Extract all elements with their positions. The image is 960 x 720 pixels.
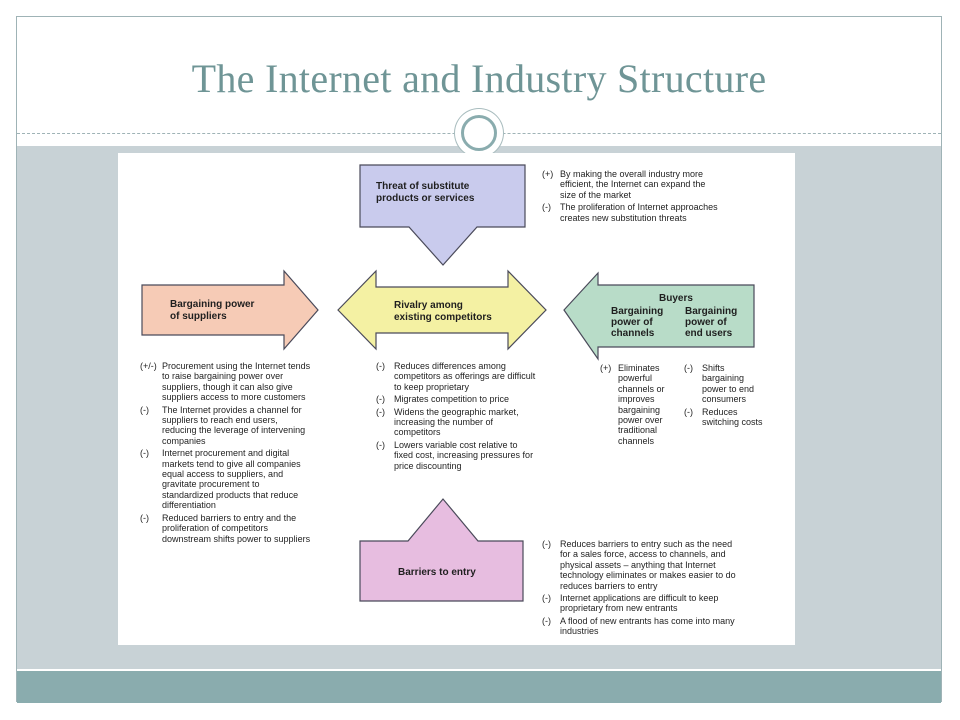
effect-text: Reduces switching costs xyxy=(702,406,763,428)
effect-item: (-) Lowers variable cost relative to fixe… xyxy=(376,440,536,471)
effect-mark: (-) xyxy=(376,361,385,371)
effect-item: (-) A flood of new entrants has come into… xyxy=(542,616,738,637)
buyers-channels-line-3: channels xyxy=(611,328,655,339)
effect-mark: (-) xyxy=(542,615,551,626)
effect-item: (-) Reduced barriers to entry and the pro… xyxy=(140,513,312,544)
effect-text: Reduced barriers to entry and the prolif… xyxy=(162,512,311,544)
effect-text: Reduces differences among competitors as… xyxy=(394,361,536,392)
effect-item: (+) Eliminates powerful channels or impro… xyxy=(600,363,678,446)
effect-item: (+) By making the overall industry more e… xyxy=(542,169,720,200)
effect-mark: (-) xyxy=(684,406,693,417)
effect-mark: (-) xyxy=(542,202,551,213)
effect-item: (-) Widens the geographic market, increas… xyxy=(376,407,536,438)
effect-item: (-) The Internet provides a channel for s… xyxy=(140,405,312,447)
effect-text: Lowers variable cost relative to fixed c… xyxy=(394,439,534,471)
buyers-endusers-line-1: Bargaining xyxy=(685,306,737,317)
divider-ring-ornament xyxy=(455,109,503,157)
rivalry-label-line-1: Rivalry among xyxy=(394,300,463,311)
buyers-channels-line-1: Bargaining xyxy=(611,306,663,317)
barriers-arrow xyxy=(359,498,524,602)
effect-text: Widens the geographic market, increasing… xyxy=(394,406,519,438)
industry-structure-diagram: Threat of substitute products or service… xyxy=(118,153,795,645)
effect-item: (-) Internet procurement and digital mark… xyxy=(140,448,312,510)
effect-item: (-) Shifts bargaining power to end consum… xyxy=(684,363,764,405)
effect-item: (-) The proliferation of Internet approac… xyxy=(542,202,720,223)
rivalry-label-line-2: existing competitors xyxy=(394,312,492,323)
substitutes-label-line-2: products or services xyxy=(376,193,475,204)
effect-text: Internet procurement and digital markets… xyxy=(162,448,301,511)
suppliers-label-line-2: of suppliers xyxy=(170,311,227,322)
effect-mark: (+) xyxy=(542,169,554,179)
buyers-end-user-effects: (-) Shifts bargaining power to end consum… xyxy=(684,363,764,429)
rivalry-effects: (-) Reduces differences among competitors… xyxy=(376,361,536,473)
effect-item: (+/-) Procurement using the Internet tend… xyxy=(140,361,312,403)
forces-arrows: Threat of substitute products or service… xyxy=(141,164,755,602)
buyers-heading: Buyers xyxy=(659,293,693,304)
effect-text: By making the overall industry more effi… xyxy=(560,169,706,200)
effect-text: Reduces barriers to entry such as the ne… xyxy=(560,539,736,591)
suppliers-arrow xyxy=(141,269,319,351)
effect-mark: (-) xyxy=(376,406,385,417)
effect-text: A flood of new entrants has come into ma… xyxy=(560,615,735,637)
effect-mark: (-) xyxy=(140,404,149,415)
effect-mark: (-) xyxy=(542,539,551,549)
effect-mark: (-) xyxy=(140,448,149,459)
barriers-effects: (-) Reduces barriers to entry such as the… xyxy=(542,539,738,639)
buyers-endusers-line-2: power of xyxy=(685,317,727,328)
buyers-channels-line-2: power of xyxy=(611,317,653,328)
effect-text: Migrates competition to price xyxy=(394,394,510,405)
effect-item: (-) Internet applications are difficult t… xyxy=(542,593,738,614)
effect-mark: (-) xyxy=(140,512,149,523)
suppliers-label-line-1: Bargaining power xyxy=(170,299,255,310)
footer-band xyxy=(17,671,941,703)
effect-item: (-) Reduces switching costs xyxy=(684,407,764,428)
effect-mark: (+) xyxy=(600,363,612,373)
substitutes-effects: (+) By making the overall industry more e… xyxy=(542,169,720,225)
effect-mark: (-) xyxy=(376,394,385,405)
effect-text: Eliminates powerful channels or improves… xyxy=(618,363,665,446)
effect-text: Internet applications are difficult to k… xyxy=(560,593,719,614)
effect-item: (-) Reduces barriers to entry such as the… xyxy=(542,539,738,591)
effect-text: Shifts bargaining power to end consumers xyxy=(702,363,755,405)
slide-title: The Internet and Industry Structure xyxy=(191,56,767,101)
buyers-arrow xyxy=(563,271,755,361)
buyers-endusers-line-3: end users xyxy=(685,328,733,339)
effect-mark: (-) xyxy=(684,363,693,373)
effect-mark: (-) xyxy=(376,439,385,450)
effect-mark: (-) xyxy=(542,593,551,604)
barriers-label: Barriers to entry xyxy=(398,567,476,578)
effect-mark: (+/-) xyxy=(140,361,157,371)
substitutes-label-line-1: Threat of substitute xyxy=(376,181,470,192)
effect-item: (-) Reduces differences among competitors… xyxy=(376,361,536,392)
rivalry-arrow xyxy=(337,269,547,351)
effect-text: Procurement using the Internet tends to … xyxy=(162,361,311,403)
buyers-channels-effects: (+) Eliminates powerful channels or impro… xyxy=(600,363,678,448)
suppliers-effects: (+/-) Procurement using the Internet tend… xyxy=(140,361,312,546)
substitutes-arrow xyxy=(359,164,526,266)
effect-text: The proliferation of Internet approaches… xyxy=(560,202,718,223)
effect-text: The Internet provides a channel for supp… xyxy=(162,404,306,446)
effect-item: (-) Migrates competition to price xyxy=(376,394,536,404)
